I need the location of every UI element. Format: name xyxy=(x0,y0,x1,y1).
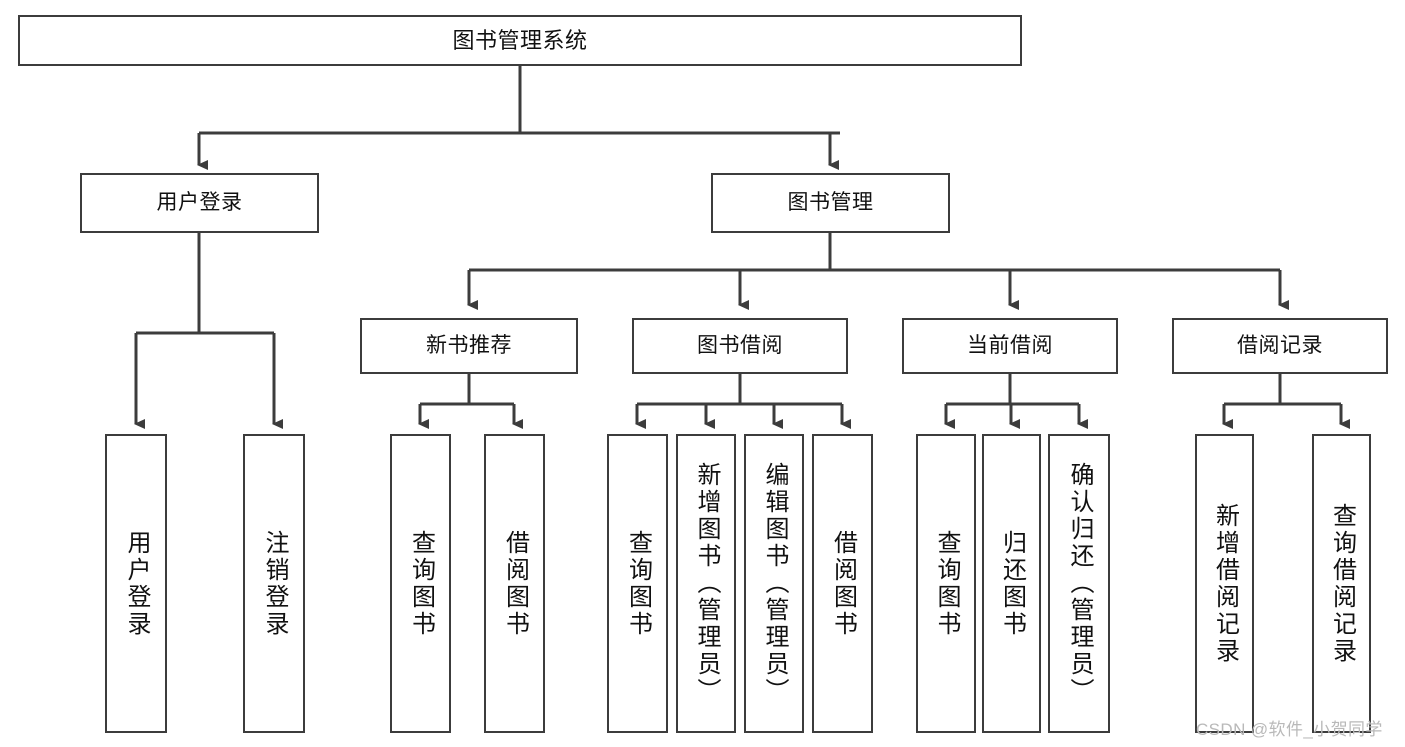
node-label: 借阅图书 xyxy=(829,529,857,638)
node-book-management[interactable]: 图书管理 xyxy=(711,173,950,233)
leaf-confirm-return-admin[interactable]: 确认归还（管理员） xyxy=(1048,434,1110,733)
node-label: 借阅图书 xyxy=(501,529,529,638)
leaf-return-book[interactable]: 归还图书 xyxy=(982,434,1041,733)
node-label: 查询图书 xyxy=(407,529,435,638)
leaf-search-book-borrow[interactable]: 查询图书 xyxy=(607,434,668,733)
leaf-borrow-book[interactable]: 借阅图书 xyxy=(812,434,873,733)
node-label: 新增借阅记录 xyxy=(1211,502,1239,665)
leaf-add-borrow-record[interactable]: 新增借阅记录 xyxy=(1195,434,1254,733)
node-label: 用户登录 xyxy=(156,190,243,214)
node-new-book-recommend[interactable]: 新书推荐 xyxy=(360,318,578,374)
node-label: 注销登录 xyxy=(261,529,288,638)
node-label: 确认归还（管理员） xyxy=(1066,462,1093,705)
node-label: 当前借阅 xyxy=(967,333,1053,357)
node-label: 图书借阅 xyxy=(697,333,783,357)
node-label: 新书推荐 xyxy=(426,333,512,357)
leaf-search-borrow-record[interactable]: 查询借阅记录 xyxy=(1312,434,1371,733)
leaf-search-book-current[interactable]: 查询图书 xyxy=(916,434,976,733)
node-label: 新增图书（管理员） xyxy=(693,462,720,705)
leaf-add-book-admin[interactable]: 新增图书（管理员） xyxy=(676,434,736,733)
node-user-login[interactable]: 用户登录 xyxy=(80,173,319,233)
leaf-edit-book-admin[interactable]: 编辑图书（管理员） xyxy=(744,434,804,733)
leaf-user-login[interactable]: 用户登录 xyxy=(105,434,167,733)
csdn-watermark: CSDN @软件_小贺同学 xyxy=(1196,720,1383,739)
node-label: 查询图书 xyxy=(624,529,652,638)
node-label: 图书管理系统 xyxy=(452,27,588,53)
node-label: 查询图书 xyxy=(933,529,960,638)
node-label: 编辑图书（管理员） xyxy=(761,462,788,705)
node-label: 用户登录 xyxy=(123,529,150,638)
node-book-borrow[interactable]: 图书借阅 xyxy=(632,318,848,374)
leaf-logout[interactable]: 注销登录 xyxy=(243,434,305,733)
node-label: 借阅记录 xyxy=(1237,333,1323,357)
node-label: 归还图书 xyxy=(998,529,1026,638)
node-borrow-record[interactable]: 借阅记录 xyxy=(1172,318,1388,374)
node-label: 图书管理 xyxy=(787,190,874,214)
node-label: 查询借阅记录 xyxy=(1328,502,1356,665)
leaf-search-book-recommend[interactable]: 查询图书 xyxy=(390,434,451,733)
node-root-system[interactable]: 图书管理系统 xyxy=(18,15,1022,66)
node-current-borrow[interactable]: 当前借阅 xyxy=(902,318,1118,374)
leaf-borrow-book-recommend[interactable]: 借阅图书 xyxy=(484,434,545,733)
